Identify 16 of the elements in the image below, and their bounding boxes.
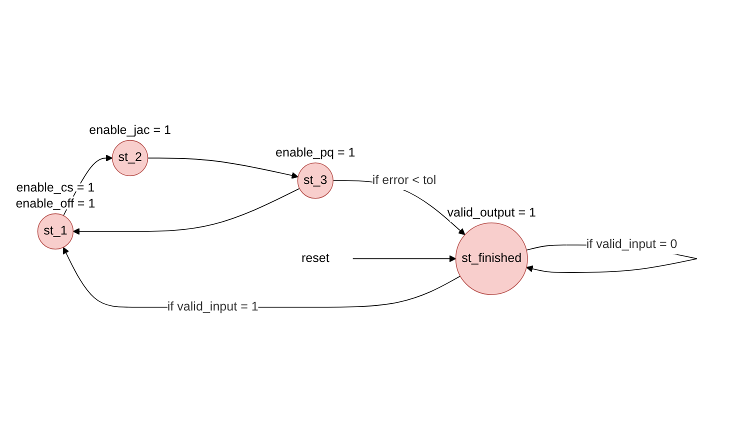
node-circle: st_3 <box>297 162 334 199</box>
node-text: reset <box>301 252 330 265</box>
state-annotation: enable_jac = 1 <box>89 123 171 138</box>
node-circle: st_1 <box>37 213 74 250</box>
node-circle: st_2 <box>112 140 148 176</box>
arrow <box>72 188 300 235</box>
state-annotation: enable_cs = 1 <box>16 180 95 195</box>
edge-label: if error < tol <box>372 174 436 187</box>
state-annotation: valid_output = 1 <box>447 206 536 220</box>
edge-label: if valid_input = 1 <box>167 300 258 314</box>
arrow <box>352 255 456 262</box>
edge-label: if valid_input = 0 <box>586 238 678 252</box>
arrow <box>147 158 298 179</box>
state-annotation: enable_pq = 1 <box>276 146 356 160</box>
arrow <box>62 247 461 308</box>
node-circle: st_finished <box>455 222 528 295</box>
